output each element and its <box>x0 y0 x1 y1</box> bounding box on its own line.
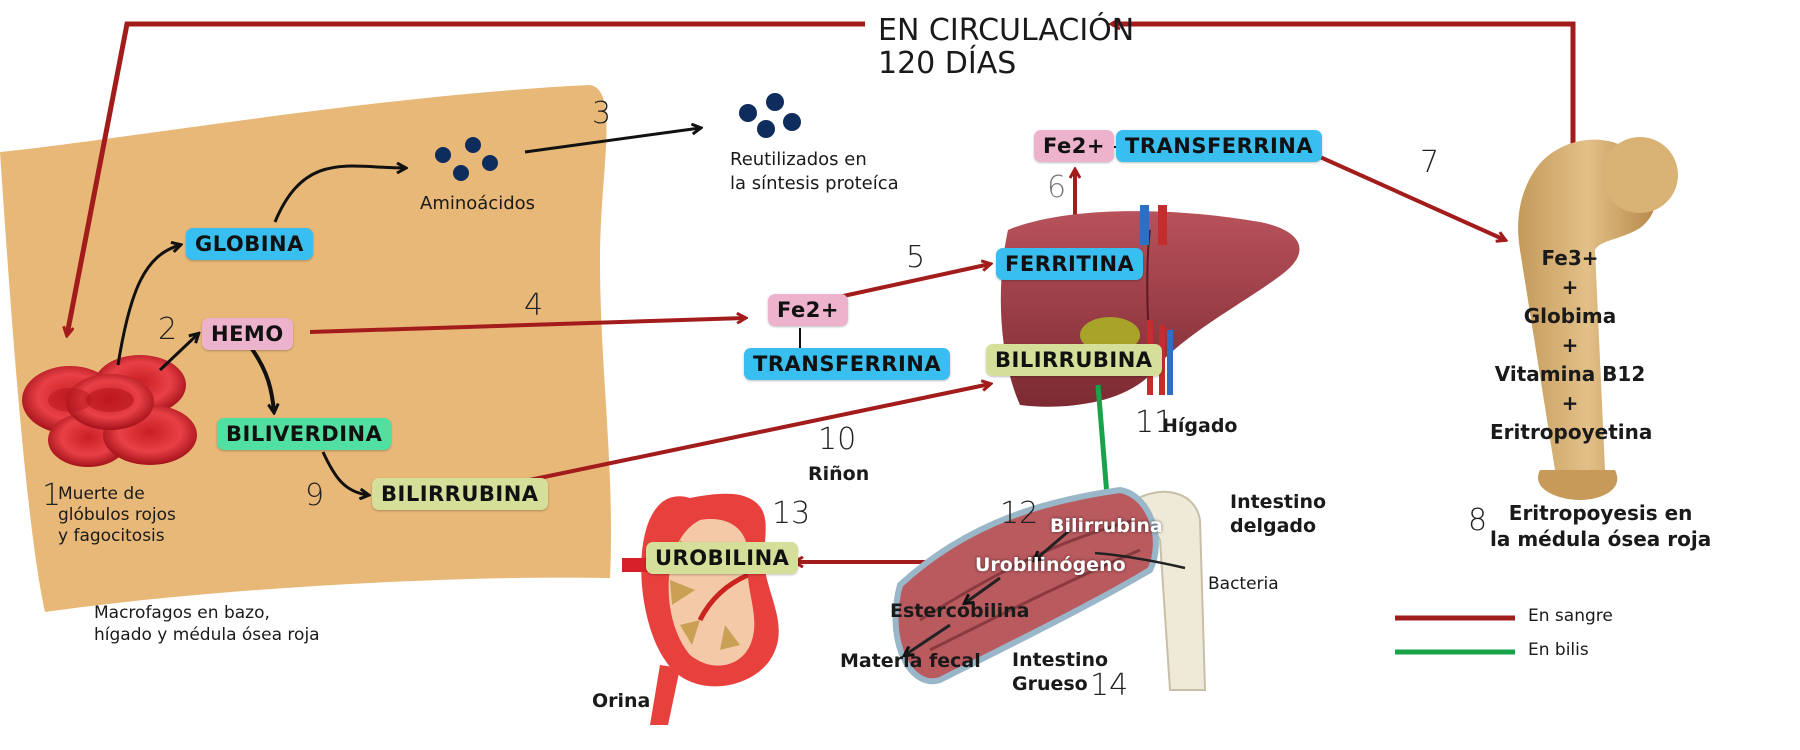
arrow-globina-to-aminoacids <box>273 166 405 223</box>
arrow-biliverdina-to-bilirrubina <box>321 451 368 495</box>
circulation-arrow-right <box>1112 24 1576 158</box>
fe2-mid-pill: Fe2+ <box>768 294 848 326</box>
step-12: 12 <box>1000 496 1039 531</box>
step-13: 13 <box>772 496 811 531</box>
liver-illustration <box>1000 205 1300 407</box>
legend-label-blood: En sangre <box>1528 606 1613 626</box>
step-8: 8 <box>1468 503 1488 538</box>
circulation-line2: 120 DÍAS <box>878 46 1017 81</box>
arrow-aminoacids-to-reuse <box>524 128 700 154</box>
step-14: 14 <box>1090 668 1129 703</box>
arrow-cells-to-globina <box>116 245 180 366</box>
arrow-urobilinogeno-to-estercobilina <box>965 576 1001 603</box>
arrow-fe2-to-ferritina <box>824 264 990 302</box>
reuse-label: Reutilizados en la síntesis proteíca <box>730 149 899 194</box>
bilirrubina-intestine-label: Bilirrubina <box>1050 515 1163 537</box>
arrow-hemo-to-fe2 <box>309 318 745 334</box>
step-3: 3 <box>592 96 612 131</box>
red-blood-cells-illustration <box>22 355 197 467</box>
arrow-bilirrubina-to-urobilinogeno <box>1035 528 1071 560</box>
circulation-line1: EN CIRCULACIÓN <box>878 13 1135 48</box>
arrow-bilirrubina-to-liver <box>519 384 990 484</box>
transferrina-mid-pill: TRANSFERRINA <box>744 348 951 380</box>
bacteria-label: Bacteria <box>1208 574 1279 594</box>
estercobilina-label: Estercobilina <box>890 600 1030 622</box>
step-9: 9 <box>305 478 325 513</box>
step-10: 10 <box>818 422 857 457</box>
intestine-illustration <box>892 486 1207 691</box>
circulation-arrow-left <box>67 21 865 335</box>
step-4: 4 <box>524 288 544 323</box>
biliverdina-pill: BILIVERDINA <box>217 418 392 450</box>
legend-label-bile: En bilis <box>1528 640 1589 660</box>
fe2-top-pill: Fe2+ <box>1034 130 1114 162</box>
arrow-hemo-to-biliverdina <box>250 347 274 412</box>
transferrina-top-pill: TRANSFERRINA <box>1116 130 1323 162</box>
bilirrubina-liver-pill: BILIRRUBINA <box>986 344 1162 376</box>
step-2: 2 <box>158 312 178 347</box>
step-5: 5 <box>906 240 926 275</box>
aminoacids-label: Aminoácidos <box>420 193 536 214</box>
arrow-cells-to-hemo <box>158 334 198 372</box>
step-11: 11 <box>1135 405 1174 440</box>
arrow-bacteria-to-urobilinogeno <box>1094 551 1186 570</box>
ferritina-pill: FERRITINA <box>996 248 1144 280</box>
urobilinogeno-label: Urobilinógeno <box>975 554 1126 576</box>
death-label: Muerte de glóbulos rojos y fagocitosis <box>58 484 176 546</box>
step-6: 6 <box>1047 170 1067 205</box>
globina-pill: GLOBINA <box>186 228 313 260</box>
bone-requirements: Fe3+ + Globima + Vitamina B12 + Eritropo… <box>1490 246 1653 444</box>
arrow-bile-to-intestine <box>1095 384 1108 508</box>
hemo-pill: HEMO <box>202 318 293 350</box>
higado-label: Hígado <box>1162 415 1238 437</box>
bilirrubina-left-pill: BILIRRUBINA <box>372 478 548 510</box>
arrow-transferrina-to-bone <box>1299 146 1505 240</box>
step-7: 7 <box>1420 145 1440 180</box>
intestino-delgado-label: Intestino delgado <box>1230 491 1327 537</box>
orina-label: Orina <box>592 690 651 712</box>
materia-fecal-label: Materia fecal <box>840 650 981 672</box>
macrophage-label: Macrofagos en bazo, hígado y médula ósea… <box>94 603 320 645</box>
circulation-title: EN CIRCULACIÓN 120 DÍAS <box>878 14 1134 80</box>
aminoacid-dots <box>435 93 801 181</box>
femur-bone-illustration <box>1518 137 1678 500</box>
urobilina-pill: UROBILINA <box>646 542 799 574</box>
eritropoyesis-label: Eritropoyesis en la médula ósea roja <box>1490 501 1712 551</box>
rinon-label: Riñon <box>808 463 870 485</box>
arrow-estercobilina-to-materia-fecal <box>905 623 951 655</box>
intestino-grueso-label: Intestino Grueso <box>1012 649 1109 695</box>
step-1: 1 <box>42 478 62 513</box>
